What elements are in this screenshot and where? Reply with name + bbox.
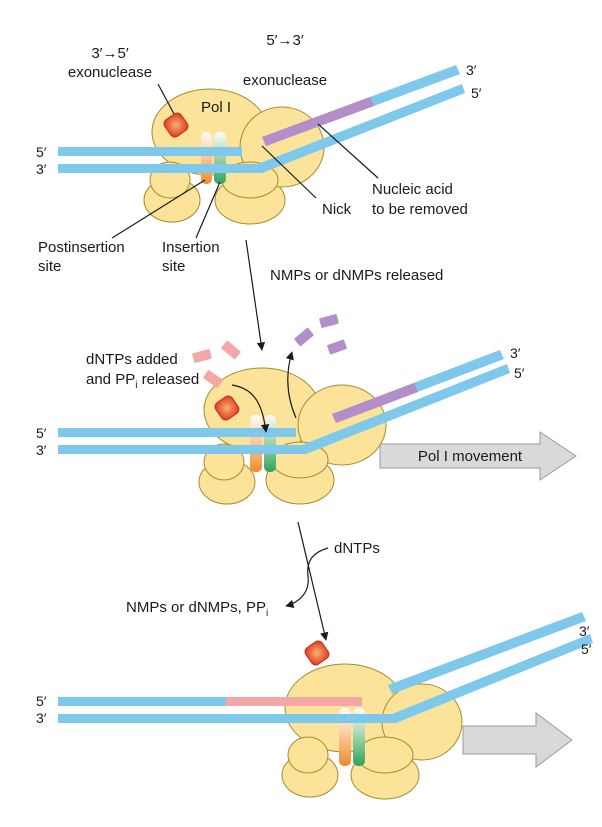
nmp-molecule	[319, 314, 339, 328]
movement-arrow	[462, 712, 573, 768]
exonuclease-3-5-site	[214, 395, 240, 421]
end-label-left-top: 5′	[36, 693, 47, 709]
panel-2: dNTPs added and PPi released Pol I movem…	[36, 314, 577, 505]
transition-2: dNTPs NMPs or dNMPs, PPi	[126, 521, 380, 641]
dna-strand-bottom	[58, 364, 510, 454]
dna-strand-bottom	[58, 84, 465, 173]
exonuclease-5-3-label: 5′→3′	[266, 32, 303, 49]
end-label-right-bottom: 5′	[514, 365, 525, 381]
postinsertion-site	[250, 415, 262, 472]
end-label-left-top: 5′	[36, 144, 47, 160]
end-label-right-top: 3′	[510, 345, 521, 361]
end-label-left-bottom: 3′	[36, 161, 47, 177]
pol-i-movement-label: Pol I movement	[418, 448, 523, 465]
ppi-released-label: and PPi released	[86, 371, 199, 391]
exonuclease-3-5-label: 3′→5′	[91, 45, 128, 62]
postinsertion-site	[201, 132, 212, 184]
panel-3: 5′ 3′ 3′ 5′	[36, 612, 593, 800]
panel-1: 3′→5′ exonuclease 5′→3′ exonuclease Pol …	[36, 32, 482, 275]
insertion-site-label: Insertion	[162, 239, 220, 256]
dntp-molecule	[221, 340, 241, 360]
nmp-molecule	[294, 327, 314, 347]
dna-strand-top-left	[58, 428, 296, 437]
exonuclease-3-5-site	[163, 112, 189, 138]
dntps-added-label: dNTPs added	[86, 351, 178, 368]
nmps-released-label: NMPs or dNMPs released	[270, 267, 443, 284]
nucleic-acid-to-be-removed	[262, 97, 374, 146]
nucleic-acid-removed-label-2: to be removed	[372, 201, 468, 218]
exonuclease-5-3-label-2: exonuclease	[243, 72, 327, 89]
end-label-right-bottom: 5′	[471, 85, 482, 101]
end-label-left-bottom: 3′	[36, 442, 47, 458]
end-label-left-bottom: 3′	[36, 710, 47, 726]
nmp-molecule	[327, 339, 347, 355]
dntps-input-label: dNTPs	[334, 540, 380, 557]
dntp-molecule	[203, 370, 223, 388]
dna-strand-top-left	[58, 147, 242, 156]
end-label-right-top: 3′	[579, 623, 590, 639]
new-dna-segment	[226, 697, 362, 706]
nick-label: Nick	[322, 201, 352, 218]
end-label-left-top: 5′	[36, 425, 47, 441]
nucleic-acid-to-be-removed	[332, 383, 418, 423]
insertion-site	[264, 415, 276, 472]
transition-1: NMPs or dNMPs released	[245, 239, 443, 351]
end-label-right-bottom: 5′	[581, 641, 592, 657]
exonuclease-3-5-label-2: exonuclease	[68, 64, 152, 81]
dna-strand-top-right	[388, 612, 586, 694]
postinsertion-site-label: Postinsertion	[38, 239, 125, 256]
pol-i-enzyme	[281, 663, 463, 800]
nmps-ppi-output-label: NMPs or dNMPs, PPi	[126, 599, 268, 619]
insertion-site	[214, 132, 226, 184]
dna-strand-top-left	[58, 697, 226, 706]
pol-i-label: Pol I	[201, 99, 231, 116]
pol-i-movement-arrow: Pol I movement	[379, 431, 577, 481]
dntp-molecule	[192, 349, 212, 363]
exonuclease-3-5-site	[304, 640, 330, 666]
end-label-right-top: 3′	[466, 62, 477, 78]
insertion-site-label-2: site	[162, 258, 185, 275]
nucleic-acid-removed-label: Nucleic acid	[372, 181, 453, 198]
postinsertion-site-label-2: site	[38, 258, 61, 275]
dna-strand-bottom	[58, 634, 593, 723]
